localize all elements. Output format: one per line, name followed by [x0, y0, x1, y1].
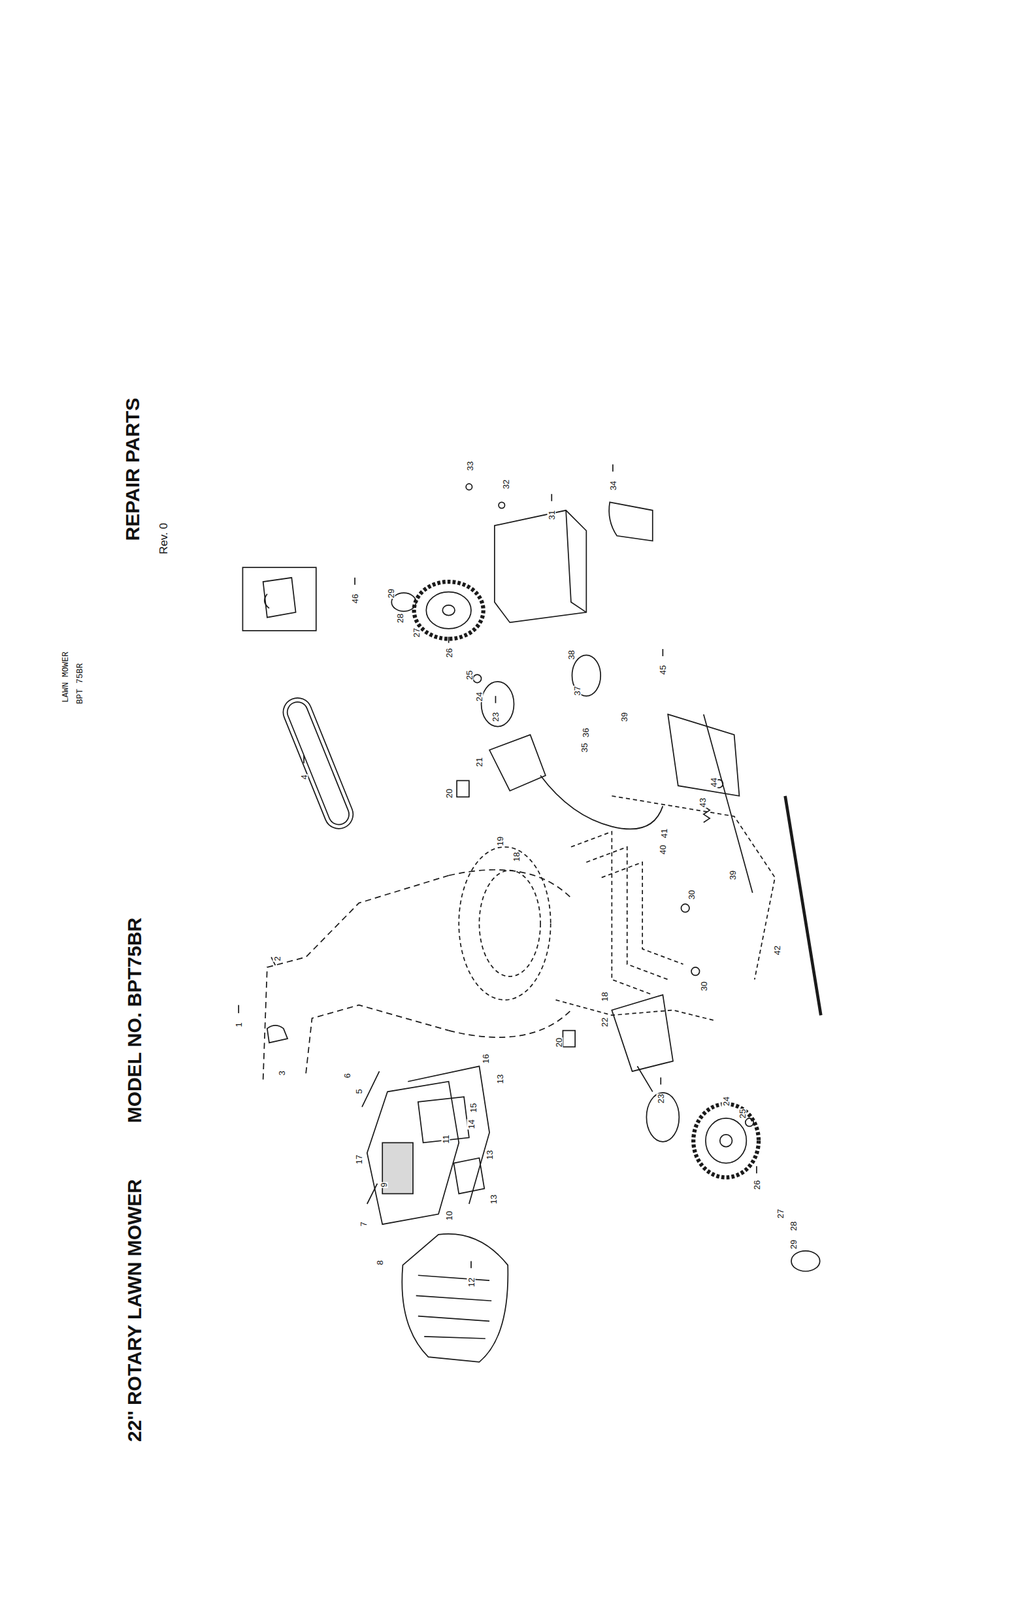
callout-number: 8	[375, 1259, 384, 1265]
callout-number: 38	[566, 649, 575, 660]
callout-number: 27	[775, 1208, 785, 1219]
callout-number: 13	[489, 1193, 498, 1205]
rear-flap	[494, 510, 587, 623]
bag-frame	[361, 1065, 490, 1224]
callout-number: 42	[772, 944, 782, 956]
callout-number: 45	[658, 664, 668, 675]
callout-number: 35	[580, 742, 589, 753]
callout-number: 19	[495, 835, 504, 847]
callout-number: 14	[466, 1118, 476, 1130]
callout-number: 30	[687, 888, 696, 900]
callout-number: 20	[444, 788, 453, 799]
title: 22'' ROTARY LAWN MOWER	[124, 1178, 145, 1442]
callout-number: 21	[475, 756, 484, 768]
heading-text: MODEL NO. BPT75BR	[124, 916, 145, 1123]
callout-number: 41	[659, 827, 668, 839]
callout-number: 7	[358, 1220, 368, 1227]
callout-number: 22	[600, 1016, 609, 1027]
heading-text: Rev. 0	[157, 522, 169, 555]
callout-number: 36	[580, 726, 590, 738]
callout-number: 43	[698, 797, 707, 808]
handle-outline	[263, 869, 572, 1080]
callout-number: 2	[273, 955, 282, 962]
callout-number: 25	[738, 1108, 747, 1119]
callout-number: 44	[709, 776, 719, 788]
callout-number: 17	[354, 1153, 364, 1165]
callout-number: 30	[699, 980, 708, 992]
callout-number: 23	[491, 711, 500, 723]
heading-text: REPAIR PARTS	[122, 397, 143, 541]
callout-number: 11	[441, 1133, 450, 1145]
deck-outline	[458, 795, 775, 1020]
callout-number: 32	[501, 478, 511, 490]
inset-box	[242, 567, 316, 631]
callout-number: 23	[656, 1093, 666, 1104]
callout-number: 27	[411, 626, 421, 638]
grass-bag	[401, 1233, 508, 1362]
callout-number: 25	[464, 669, 474, 681]
callout-number: 13	[485, 1148, 494, 1160]
callout-number: 18	[511, 851, 521, 862]
callout-number: 33	[465, 460, 475, 472]
leader-line	[238, 464, 757, 1269]
callout-number: 9	[378, 1182, 388, 1188]
callout-number: 24	[475, 691, 484, 702]
callout-number: 15	[469, 1102, 478, 1113]
callout-number: 34	[608, 480, 617, 491]
callout-number: 29	[789, 1238, 798, 1250]
callout-number: 28	[395, 612, 404, 623]
callout-number: 37	[573, 684, 582, 696]
callout-number: 13	[495, 1073, 504, 1085]
callout-number: 39	[727, 869, 737, 881]
callout-number: 29	[386, 588, 395, 599]
callout-number: 10	[444, 1210, 453, 1221]
callout-number: 24	[722, 1095, 731, 1107]
callout-number: 28	[789, 1220, 798, 1232]
callout-number: 1	[234, 1021, 244, 1028]
wheel	[414, 581, 484, 639]
transmission	[667, 714, 740, 796]
callout-number: 5	[354, 1087, 364, 1094]
callout-number: 26	[752, 1179, 761, 1190]
callout-number: 18	[600, 990, 609, 1002]
callout-number: 20	[554, 1036, 564, 1048]
belt	[279, 693, 358, 833]
callout-number: 31	[547, 509, 557, 521]
heading-text: LAWN MOWER	[60, 651, 70, 703]
callout-number: 26	[444, 647, 453, 658]
wheel	[693, 1103, 759, 1177]
callout-number: 40	[658, 844, 668, 855]
callout-number: 4	[299, 774, 309, 781]
callout-number: 3	[277, 1069, 286, 1076]
heading-text: BPT 75BR	[75, 662, 84, 704]
callout-number: 6	[342, 1072, 351, 1079]
callout-number: 39	[620, 711, 629, 723]
callout-number: 46	[350, 593, 360, 604]
callout-number: 16	[480, 1053, 490, 1064]
callout-number: 12	[466, 1276, 476, 1287]
